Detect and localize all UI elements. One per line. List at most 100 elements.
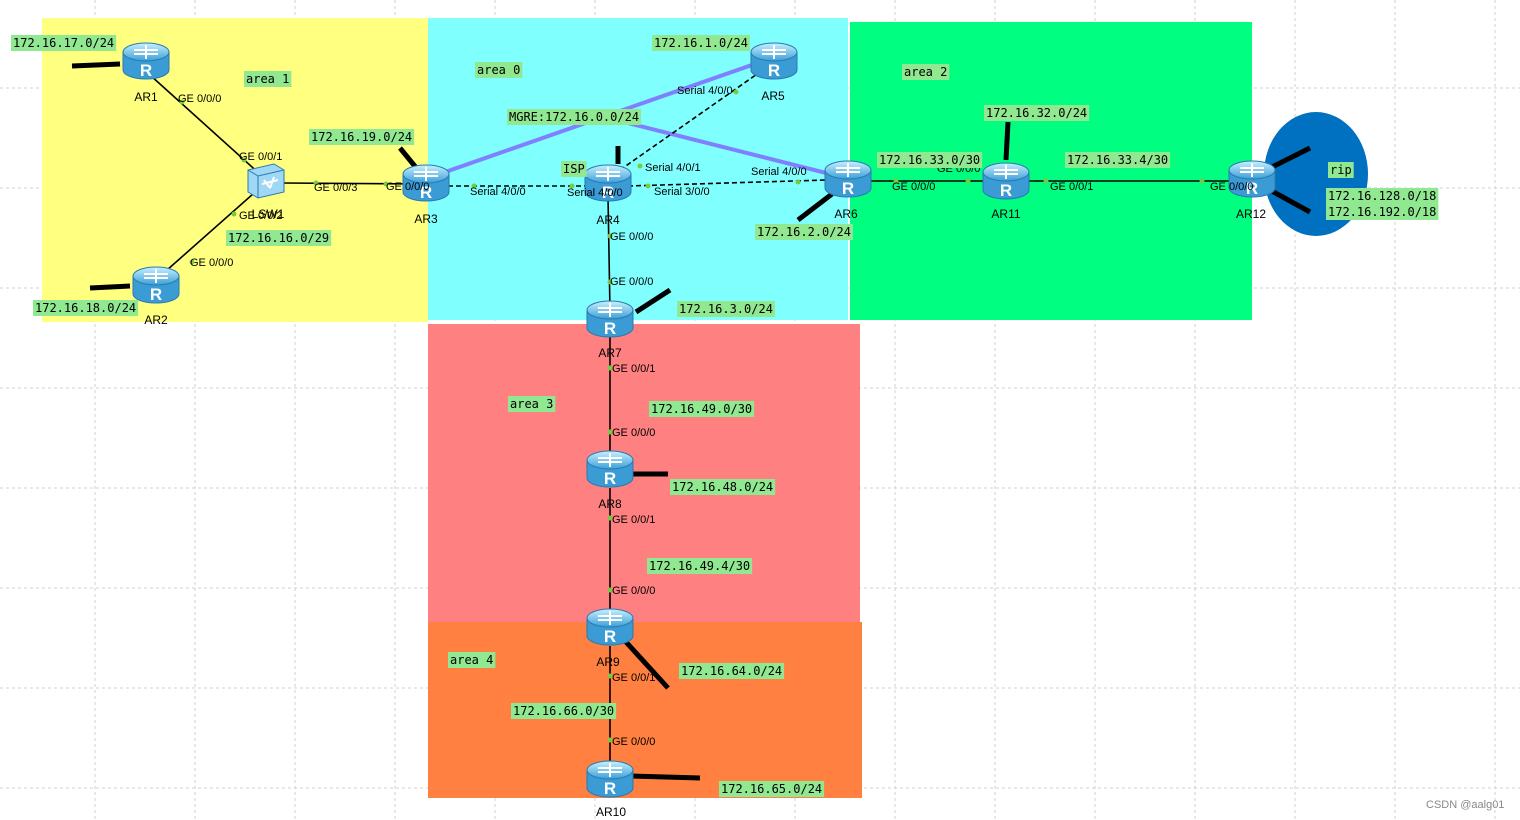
- device-label-ar2: AR2: [144, 313, 168, 327]
- device-label-ar3: AR3: [414, 212, 438, 226]
- label-background: [1326, 204, 1439, 220]
- port-label: GE 0/0/0: [190, 257, 233, 269]
- router-ar11[interactable]: [982, 162, 1030, 201]
- port-label: Serial 4/0/0: [751, 166, 807, 178]
- port-label: GE 0/0/0: [612, 427, 655, 439]
- port-label: GE 0/0/3: [314, 182, 357, 194]
- label-background: [1328, 162, 1354, 178]
- port-label: GE 0/0/0: [178, 93, 221, 105]
- area-2-label: area 2: [904, 65, 947, 79]
- net-label-3: 172.16.3.0/24: [679, 302, 773, 316]
- port-label: GE 0/0/0: [612, 736, 655, 748]
- isp-label: ISP: [563, 162, 585, 176]
- label-background: [475, 62, 523, 78]
- net-label-33-0: 172.16.33.0/30: [879, 153, 980, 167]
- tag-labels: area 1 area 0 area 2 area 3 area 4 rip I…: [11, 35, 1439, 797]
- label-background: [670, 479, 776, 495]
- area-3-label: area 3: [510, 397, 553, 411]
- device-label-ar11: AR11: [991, 207, 1020, 221]
- label-background: [719, 781, 825, 797]
- router-ar6[interactable]: [824, 160, 872, 199]
- router-ar2[interactable]: [132, 266, 180, 305]
- port-label: GE 0/0/1: [612, 672, 655, 684]
- switch-lsw1[interactable]: [247, 163, 285, 199]
- net-label-mgre: MGRE:172.16.0.0/24: [509, 110, 639, 124]
- label-background: [244, 71, 292, 87]
- port-label: GE 0/0/0: [1210, 181, 1253, 193]
- label-background: [11, 35, 117, 51]
- net-label-128: 172.16.128.0/18: [1328, 189, 1436, 203]
- net-label-64: 172.16.64.0/24: [681, 664, 782, 678]
- port-label: GE 0/0/0: [386, 181, 429, 193]
- area-1-zone: [42, 18, 428, 322]
- label-background: [448, 652, 496, 668]
- rip-label: rip: [1330, 163, 1352, 177]
- label-background: [511, 703, 617, 719]
- net-label-49-0: 172.16.49.0/30: [651, 402, 752, 416]
- port-label: GE 0/0/0: [610, 231, 653, 243]
- port-label: GE 0/0/0: [612, 585, 655, 597]
- label-background: [226, 230, 332, 246]
- port-label: GE 0/0/0: [610, 276, 653, 288]
- label-background: [649, 401, 755, 417]
- area-1-label: area 1: [246, 72, 289, 86]
- port-label: GE 0/0/2: [239, 210, 282, 222]
- label-background: [1326, 188, 1439, 204]
- router-ar7[interactable]: [586, 300, 634, 339]
- device-label-ar8: AR8: [598, 497, 622, 511]
- label-background: [309, 129, 415, 145]
- label-background: [652, 35, 750, 51]
- port-label: GE 0/0/1: [612, 514, 655, 526]
- net-label-33-4: 172.16.33.4/30: [1067, 153, 1168, 167]
- label-background: [508, 396, 556, 412]
- router-ar5[interactable]: [750, 42, 798, 81]
- net-label-2: 172.16.2.0/24: [757, 225, 851, 239]
- device-label-ar10: AR10: [596, 805, 626, 819]
- label-background: [507, 109, 642, 125]
- router-ar9[interactable]: [586, 608, 634, 647]
- net-label-65: 172.16.65.0/24: [721, 782, 822, 796]
- device-label-ar1: AR1: [134, 90, 158, 104]
- device-label-lsw1: LSW1: [252, 207, 285, 221]
- label-background: [33, 300, 139, 316]
- net-label-49-4: 172.16.49.4/30: [649, 559, 750, 573]
- label-background: [677, 301, 775, 317]
- net-label-17: 172.16.17.0/24: [13, 36, 114, 50]
- stub-lines: [71, 61, 1312, 781]
- port-label: Serial 4/0/1: [645, 162, 701, 174]
- net-label-32: 172.16.32.0/24: [986, 106, 1087, 120]
- port-label: Serial 4/0/0: [567, 187, 623, 199]
- port-label: GE 0/0/1: [1050, 181, 1093, 193]
- router-ar10[interactable]: [586, 760, 634, 799]
- label-background: [1065, 152, 1171, 168]
- area-4-zone: [428, 622, 862, 798]
- label-background: [877, 152, 983, 168]
- router-ar1[interactable]: [122, 42, 170, 81]
- device-label-ar5: AR5: [761, 89, 785, 103]
- port-dots: [179, 89, 1205, 743]
- port-label: GE 0/0/1: [239, 151, 282, 163]
- net-label-192: 172.16.192.0/18: [1328, 205, 1436, 219]
- port-label: Serial 4/0/0: [677, 85, 733, 97]
- port-label: GE 0/0/0: [892, 181, 935, 193]
- area-4-label: area 4: [450, 653, 493, 667]
- router-ar8[interactable]: [586, 450, 634, 489]
- serial-links: [440, 71, 827, 187]
- net-label-18: 172.16.18.0/24: [35, 301, 136, 315]
- device-label-ar9: AR9: [596, 655, 620, 669]
- net-label-66: 172.16.66.0/30: [513, 704, 614, 718]
- port-label: GE 0/0/1: [612, 363, 655, 375]
- label-background: [755, 224, 853, 240]
- net-label-1: 172.16.1.0/24: [654, 36, 748, 50]
- net-label-19: 172.16.19.0/24: [311, 130, 412, 144]
- device-label-ar6: AR6: [834, 207, 858, 221]
- net-label-16: 172.16.16.0/29: [228, 231, 329, 245]
- area-0-label: area 0: [477, 63, 520, 77]
- port-label: Serial 4/0/0: [470, 186, 526, 198]
- label-background: [679, 663, 785, 679]
- label-background: [647, 558, 753, 574]
- device-label-ar7: AR7: [598, 346, 622, 360]
- device-label-ar12: AR12: [1236, 207, 1266, 221]
- watermark: CSDN @aalg01: [1426, 799, 1504, 811]
